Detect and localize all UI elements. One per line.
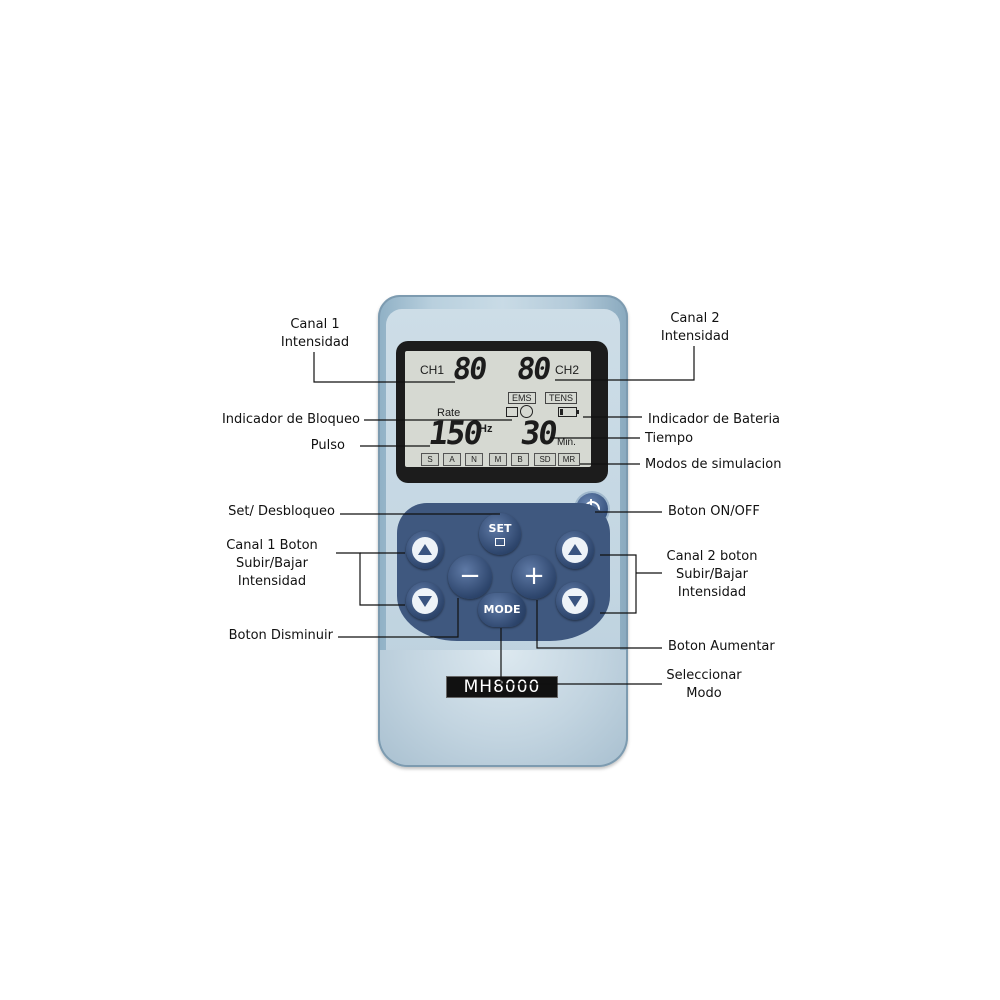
arrow-down-icon — [568, 596, 582, 607]
lcd-min-label: Min. — [557, 437, 576, 448]
arrow-down-icon — [418, 596, 432, 607]
mode-a: A — [443, 453, 461, 466]
clock-icon — [520, 405, 533, 418]
mode-b: B — [511, 453, 529, 466]
lcd-ch1-label: CH1 — [420, 363, 445, 377]
unlock-icon — [495, 538, 505, 546]
label-boton-disminuir: Boton Disminuir — [228, 628, 333, 643]
arrow-up-icon — [568, 544, 582, 555]
lcd-tens-label: TENS — [545, 392, 578, 404]
mode-button[interactable]: MODE — [478, 593, 526, 627]
label-modos-simulacion: Modos de simulacion — [645, 457, 782, 472]
ch1-up-button[interactable] — [406, 531, 444, 569]
lcd-ch2-value: 80 — [514, 352, 552, 387]
label-pulso: Pulso — [310, 438, 345, 453]
lcd-time-value: 30 — [518, 414, 559, 452]
arrow-up-icon — [418, 544, 432, 555]
lcd-rate-label: Rate — [437, 407, 461, 419]
decrease-button[interactable]: − — [448, 555, 492, 599]
plus-icon: + — [523, 561, 545, 591]
lcd-rate-value: 150 — [426, 414, 484, 452]
lcd-ems-label: EMS — [508, 392, 536, 404]
increase-button[interactable]: + — [512, 555, 556, 599]
label-boton-onoff: Boton ON/OFF — [668, 504, 760, 519]
lcd-screen: CH1 80 80 CH2 EMS TENS Rate 150 Hz 30 Mi… — [405, 351, 591, 467]
set-button[interactable]: SET — [479, 513, 521, 555]
label-tiempo: Tiempo — [645, 431, 694, 446]
lock-icon — [506, 407, 518, 417]
label-indicador-bateria: Indicador de Bateria — [648, 412, 781, 427]
mode-mr: MR — [558, 453, 580, 466]
mode-n: N — [465, 453, 483, 466]
ch2-up-button[interactable] — [556, 531, 594, 569]
lcd-ch1-value: 80 — [450, 352, 488, 387]
lcd-hz-label: Hz — [479, 423, 493, 435]
label-indicador-bloqueo: Indicador de Bloqueo — [221, 412, 360, 427]
device-lower-panel — [380, 650, 626, 765]
battery-icon — [558, 407, 579, 417]
mode-s: S — [421, 453, 439, 466]
minus-icon: − — [459, 561, 481, 591]
ch1-down-button[interactable] — [406, 582, 444, 620]
label-boton-aumentar: Boton Aumentar — [668, 639, 775, 654]
mode-m: M — [489, 453, 507, 466]
mode-sd: SD — [534, 453, 556, 466]
model-badge: MH8000 — [446, 676, 558, 698]
label-set-desbloqueo: Set/ Desbloqueo — [228, 504, 335, 519]
ch2-down-button[interactable] — [556, 582, 594, 620]
lcd-ch2-label: CH2 — [555, 363, 580, 377]
